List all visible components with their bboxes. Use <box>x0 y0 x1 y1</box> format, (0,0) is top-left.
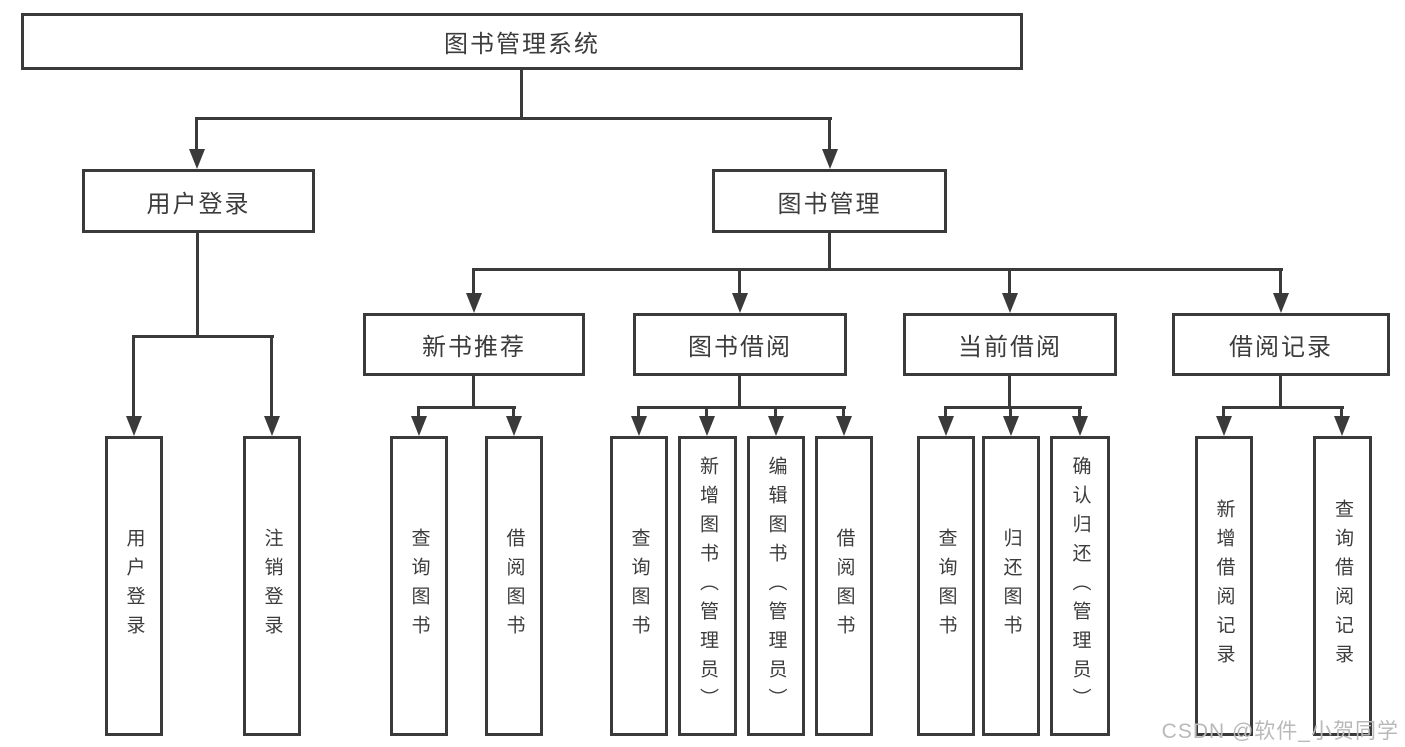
connector-book-borrowing-branch <box>637 406 846 409</box>
connector-root-stem <box>520 69 523 119</box>
leaf-edit-books-admin: 编辑图书（管理员） <box>747 436 805 736</box>
arrowhead-icon <box>836 416 852 436</box>
node-current-borrowing: 当前借阅 <box>903 313 1117 376</box>
connector-drop <box>1078 406 1081 420</box>
connector-drop-book-borrowing <box>738 268 741 296</box>
node-label: 图书管理 <box>777 190 882 218</box>
connector-drop <box>512 406 515 420</box>
arrowhead-current-borrowing-icon <box>1002 293 1018 313</box>
node-label: 借阅记录 <box>1229 334 1333 361</box>
connector-book-management-branch <box>472 268 1283 271</box>
leaf-borrow-books: 借阅图书 <box>815 436 873 736</box>
leaf-label: 查询图书 <box>628 528 650 644</box>
arrowhead-book-borrowing-icon <box>732 293 748 313</box>
connector-drop-leaf-logout <box>270 335 273 418</box>
connector-drop <box>417 406 420 420</box>
leaf-label: 新增图书（管理员） <box>697 455 718 717</box>
arrowhead-leaf-logout-icon <box>264 416 280 436</box>
arrowhead-icon <box>1216 416 1232 436</box>
connector-drop <box>1222 406 1225 420</box>
leaf-label: 注销登录 <box>261 528 283 644</box>
leaf-label: 查询借阅记录 <box>1332 499 1353 673</box>
arrowhead-new-book-icon <box>466 293 482 313</box>
connector-drop-borrowing-records <box>1279 268 1282 296</box>
arrowhead-leaf-user-login-icon <box>126 416 142 436</box>
arrowhead-icon <box>1334 416 1350 436</box>
leaf-label: 借阅图书 <box>503 528 525 644</box>
node-label: 新书推荐 <box>422 334 526 361</box>
arrowhead-icon <box>699 416 715 436</box>
arrowhead-book-management-icon <box>822 149 838 169</box>
arrowhead-icon <box>1003 416 1019 436</box>
leaf-query-borrow-record: 查询借阅记录 <box>1313 436 1372 736</box>
connector-drop-user-login <box>195 117 198 153</box>
connector-root-branch <box>196 117 832 120</box>
leaf-query-books-current: 查询图书 <box>917 436 975 736</box>
arrowhead-icon <box>1072 416 1088 436</box>
connector-current-borrowing-branch <box>944 406 1082 409</box>
node-label: 图书管理系统 <box>444 31 600 58</box>
leaf-label: 编辑图书（管理员） <box>765 455 787 717</box>
connector-drop-current-borrowing <box>1008 268 1011 296</box>
connector-drop <box>774 406 777 420</box>
connector-drop <box>637 406 640 420</box>
node-library-management-system: 图书管理系统 <box>21 13 1023 70</box>
leaf-user-login: 用户登录 <box>105 436 163 736</box>
connector-book-management-stem <box>828 233 831 271</box>
node-book-borrowing: 图书借阅 <box>633 313 847 376</box>
connector-drop-book-management <box>828 117 831 153</box>
leaf-confirm-return-admin: 确认归还（管理员） <box>1050 436 1110 736</box>
connector-book-borrowing-stem <box>738 375 741 409</box>
arrowhead-icon <box>506 416 522 436</box>
connector-borrowing-records-branch <box>1222 406 1344 409</box>
leaf-label: 确认归还（管理员） <box>1069 455 1091 717</box>
node-label: 用户登录 <box>146 190 251 218</box>
node-new-book-recommendation: 新书推荐 <box>363 313 585 376</box>
connector-user-login-branch <box>132 335 274 338</box>
connector-current-borrowing-stem <box>1008 375 1011 409</box>
watermark: CSDN @软件_小贺同学 <box>1161 720 1399 743</box>
connector-borrowing-records-stem <box>1279 375 1282 409</box>
leaf-query-books-borrowing: 查询图书 <box>610 436 668 736</box>
arrowhead-icon <box>938 416 954 436</box>
leaf-label: 归还图书 <box>1000 528 1022 644</box>
connector-drop <box>705 406 708 420</box>
node-label: 当前借阅 <box>958 334 1062 361</box>
connector-drop <box>1340 406 1343 420</box>
connector-new-book-branch <box>417 406 516 409</box>
connector-drop <box>842 406 845 420</box>
connector-drop-new-book <box>472 268 475 296</box>
node-borrowing-records: 借阅记录 <box>1172 313 1390 376</box>
leaf-borrow-books-recommend: 借阅图书 <box>485 436 543 736</box>
arrowhead-borrowing-records-icon <box>1273 293 1289 313</box>
node-book-management: 图书管理 <box>712 169 947 233</box>
arrowhead-icon <box>411 416 427 436</box>
arrowhead-user-login-icon <box>189 149 205 169</box>
leaf-label: 查询图书 <box>408 528 430 644</box>
leaf-label: 借阅图书 <box>833 528 855 644</box>
connector-drop-leaf-user-login <box>132 335 135 418</box>
connector-user-login-stem <box>196 233 199 338</box>
connector-drop <box>944 406 947 420</box>
connector-drop <box>1009 406 1012 420</box>
node-user-login: 用户登录 <box>82 169 315 233</box>
leaf-logout: 注销登录 <box>243 436 301 736</box>
leaf-add-borrow-record: 新增借阅记录 <box>1195 436 1253 736</box>
connector-new-book-stem <box>472 375 475 409</box>
leaf-label: 用户登录 <box>123 528 145 644</box>
arrowhead-icon <box>631 416 647 436</box>
node-label: 图书借阅 <box>688 334 792 361</box>
leaf-label: 新增借阅记录 <box>1213 499 1235 673</box>
leaf-add-books-admin: 新增图书（管理员） <box>678 436 737 736</box>
leaf-return-books: 归还图书 <box>982 436 1040 736</box>
leaf-query-books-recommend: 查询图书 <box>390 436 448 736</box>
arrowhead-icon <box>768 416 784 436</box>
leaf-label: 查询图书 <box>935 528 957 644</box>
